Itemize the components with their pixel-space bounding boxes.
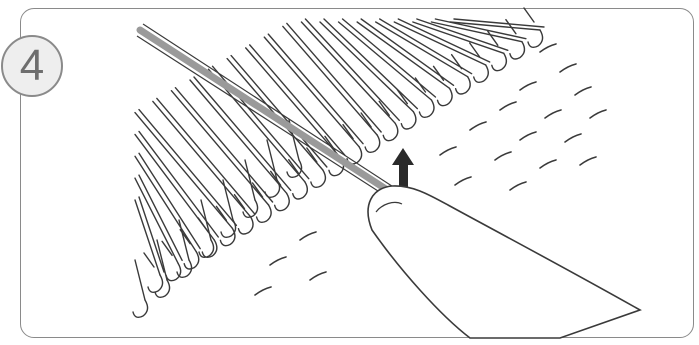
yarn-stroke <box>545 110 561 118</box>
transfer-tool-edge <box>137 36 392 200</box>
needle <box>339 22 432 100</box>
needle-hook <box>133 300 148 317</box>
needle <box>264 37 359 147</box>
needle-hook <box>510 42 525 59</box>
yarn-stroke <box>440 147 456 155</box>
yarn-stroke <box>560 64 576 72</box>
step-number-badge: 4 <box>1 35 63 97</box>
needle-latch <box>524 8 534 22</box>
yarn-stroke <box>540 44 556 52</box>
up-arrow-icon <box>392 148 414 188</box>
needle <box>201 200 211 240</box>
needle-latch <box>452 55 462 69</box>
yarn-stroke <box>270 257 286 265</box>
needle <box>135 200 160 275</box>
needle-hook <box>238 217 253 234</box>
yarn-stroke <box>590 110 606 118</box>
needle-hook <box>528 30 543 47</box>
needle <box>135 260 145 300</box>
needle-hook <box>257 205 272 222</box>
needle-hook <box>401 112 416 129</box>
needle-hook <box>365 135 380 152</box>
yarn-stroke <box>470 122 486 130</box>
needle-hook <box>166 263 181 280</box>
needle <box>139 197 164 272</box>
needle-latch <box>144 253 154 267</box>
needle-hook <box>293 182 308 199</box>
needle-hook <box>148 275 163 292</box>
needle-hook <box>438 88 453 105</box>
yarn-stroke <box>520 82 536 90</box>
needle-hook <box>383 123 398 140</box>
needle <box>357 22 449 88</box>
needle-hook <box>492 53 507 70</box>
needle-hook <box>311 170 326 187</box>
needle <box>301 22 395 123</box>
needle-hook <box>419 100 434 117</box>
yarn-stroke <box>310 272 326 280</box>
yarn-stroke <box>565 134 581 142</box>
needle <box>231 56 327 167</box>
needle-hook <box>199 240 214 257</box>
yarn-stroke <box>500 102 516 110</box>
yarn-stroke <box>580 157 596 165</box>
needle <box>246 48 341 158</box>
finger <box>368 186 640 338</box>
needle-hook <box>275 193 290 210</box>
needle-hook <box>474 65 489 82</box>
needle-hook <box>456 77 471 94</box>
yarn-stroke <box>575 87 591 95</box>
yarn-stroke <box>540 160 556 168</box>
yarn-stroke <box>300 232 316 240</box>
yarn-stroke <box>520 132 536 140</box>
yarn-stroke <box>455 177 471 185</box>
yarn-stroke <box>510 182 526 190</box>
yarn-stroke <box>495 152 511 160</box>
step-number-text: 4 <box>20 44 44 88</box>
needle <box>139 110 236 226</box>
yarn-stroke <box>255 287 271 295</box>
